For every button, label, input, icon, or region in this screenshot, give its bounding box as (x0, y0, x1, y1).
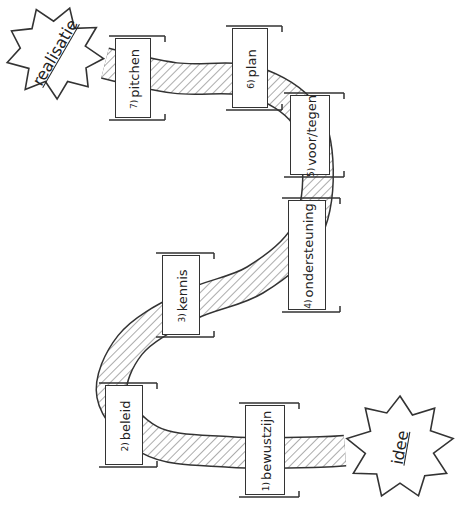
star-label: idee (388, 429, 413, 466)
sign-label: ondersteuning (301, 203, 316, 297)
star-label: realisatie (28, 16, 81, 89)
sign-board: 2)beleid (105, 385, 143, 465)
step-number: 6) (246, 79, 256, 88)
text-wrapper: 2)beleid (106, 386, 144, 466)
text-wrapper: 4) ondersteuning (289, 201, 327, 311)
text-wrapper: 3) kennis (163, 256, 201, 336)
text-wrapper: realisatie (0, 0, 121, 120)
sign-board: 5) voor/tegen (290, 95, 330, 175)
sign-post (282, 198, 340, 312)
star-outline (347, 396, 453, 496)
sign-label: plan (244, 49, 259, 77)
step-number: 1) (261, 482, 271, 491)
step-number: 2) (120, 442, 130, 451)
star-outline (7, 8, 103, 99)
sign-label: bewustzijn (259, 411, 274, 480)
step-number: 7) (129, 100, 139, 109)
sign-post (284, 93, 344, 177)
text-wrapper: 6) plan (233, 29, 269, 109)
sign-label: pitchen (127, 49, 142, 98)
text-wrapper: idee (339, 384, 462, 507)
sign-posts (99, 26, 344, 497)
sign-post (109, 36, 165, 120)
sign-post (226, 26, 282, 110)
sign-post (156, 253, 214, 337)
text-wrapper: 1) bewustzijn (246, 406, 286, 496)
sign-board: 1) bewustzijn (245, 405, 285, 495)
sign-label: beleid (118, 401, 133, 441)
sign-post (239, 403, 299, 497)
text-wrapper: 7) pitchen (116, 39, 152, 119)
sign-label: kennis (175, 269, 190, 311)
step-number: 4) (303, 300, 313, 309)
sign-board: 7) pitchen (115, 38, 151, 118)
sign-board: 3) kennis (162, 255, 200, 335)
step-number: 5) (306, 168, 316, 177)
sign-board: 6) plan (232, 28, 268, 108)
sign-board: 4) ondersteuning (288, 200, 326, 310)
sign-label: voor/tegen (304, 95, 319, 166)
text-wrapper: 5) voor/tegen (291, 96, 331, 176)
star-shape: idee (345, 395, 455, 500)
step-number: 3) (177, 313, 187, 322)
sign-post (99, 383, 157, 467)
star-shape: realisatie (5, 5, 105, 100)
